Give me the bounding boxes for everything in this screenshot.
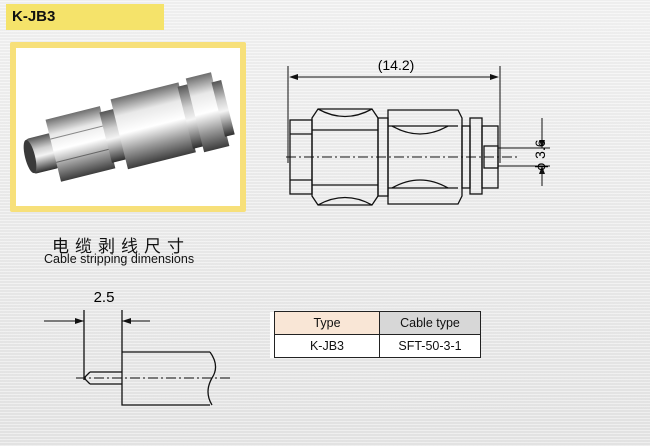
connector-photo-illustration [23,72,235,182]
stripping-title-cn: 电缆剥线尺寸 [52,237,190,257]
spec-table: Type Cable type K-JB3 SFT-50-3-1 [270,311,481,358]
overall-length-label: (14.2) [378,57,415,73]
diameter-label: ϕ 3.6 [532,139,548,170]
product-photo [16,48,240,206]
table-row: K-JB3 SFT-50-3-1 [270,334,481,358]
table-corner [270,334,275,358]
header-type: Type [274,311,380,335]
cell-cable-type: SFT-50-3-1 [379,334,481,358]
cell-type: K-JB3 [274,334,380,358]
strip-length-label: 2.5 [94,289,115,306]
stripping-title-en: Cable stripping dimensions [44,252,195,266]
table-corner [270,311,275,335]
product-title: K-JB3 [6,4,164,30]
cable-stripping-outline [83,310,217,406]
header-cable-type: Cable type [379,311,481,335]
product-photo-frame [10,42,246,212]
table-header-row: Type Cable type [270,311,481,335]
